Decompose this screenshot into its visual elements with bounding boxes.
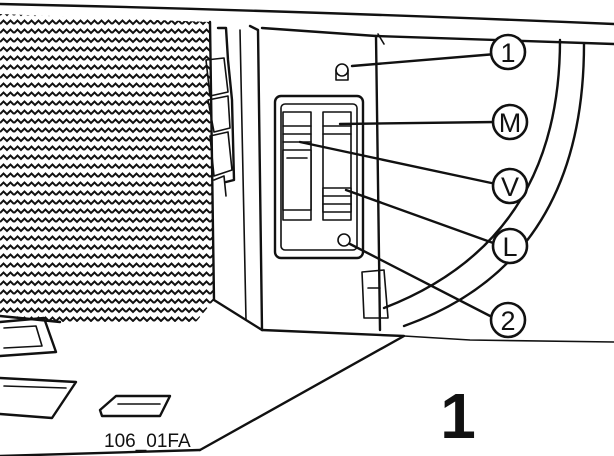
callout-circle bbox=[489, 301, 527, 339]
callout-l: L bbox=[491, 227, 529, 265]
upholstered-seat bbox=[0, 14, 216, 324]
switch-panel bbox=[273, 63, 365, 260]
figure-number: 1 bbox=[440, 380, 476, 452]
reference-label: 106_01FA bbox=[104, 431, 191, 452]
switch-m bbox=[282, 111, 312, 221]
button-2 bbox=[337, 233, 351, 247]
callout-label: L bbox=[502, 232, 517, 262]
callout-label: 1 bbox=[500, 38, 515, 68]
callout-v: V bbox=[491, 167, 529, 205]
leader-line-l bbox=[344, 188, 498, 246]
warning-lamp-1 bbox=[335, 63, 349, 81]
leader-line-1 bbox=[350, 52, 498, 68]
callout-circle bbox=[491, 167, 529, 205]
callout-2: 2 bbox=[489, 301, 527, 339]
leader-line-v bbox=[298, 140, 498, 186]
floor-and-sill bbox=[0, 298, 614, 456]
b-pillar bbox=[239, 24, 385, 332]
callout-label: 2 bbox=[500, 306, 515, 336]
leader-line-2 bbox=[348, 242, 496, 320]
switch-l bbox=[322, 111, 352, 221]
leader-line-m bbox=[338, 120, 498, 126]
door-edge-curve bbox=[361, 38, 586, 328]
callout-m: M bbox=[491, 103, 529, 141]
callout-circle bbox=[491, 103, 529, 141]
leader-lines bbox=[298, 52, 498, 320]
callout-labels: 1M VL 2 bbox=[489, 33, 529, 339]
lower-left-detail bbox=[0, 316, 172, 420]
callout-circle bbox=[489, 33, 527, 71]
callout-circle bbox=[491, 227, 529, 265]
callout-label: M bbox=[499, 108, 522, 138]
callout-label: V bbox=[501, 172, 519, 202]
seat-belt-strap bbox=[205, 26, 236, 197]
callout-1: 1 bbox=[489, 33, 527, 71]
